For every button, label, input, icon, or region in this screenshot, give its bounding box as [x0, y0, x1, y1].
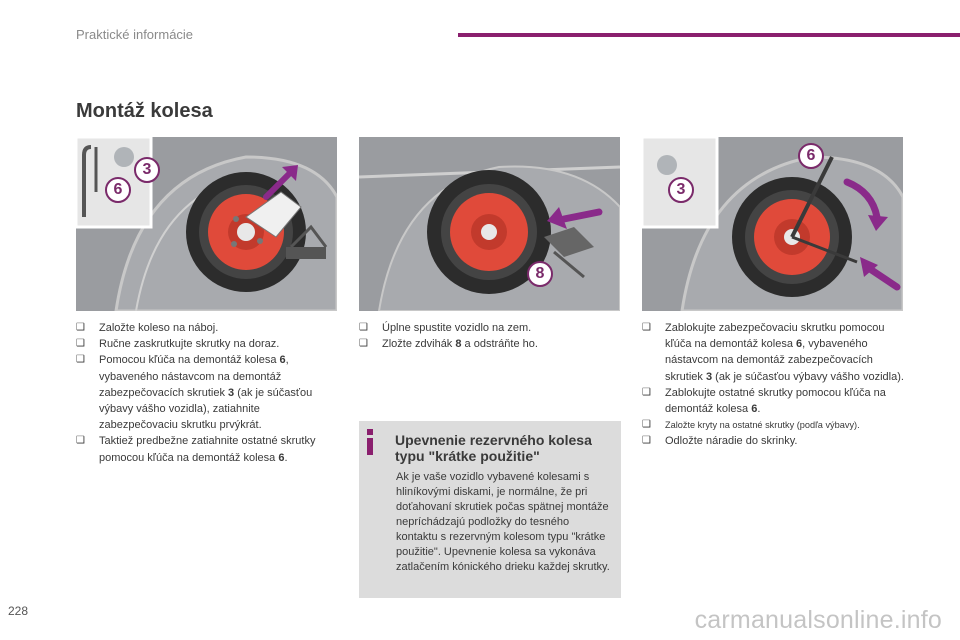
step-ref-number: 6: [278, 451, 285, 464]
info-icon: [367, 429, 373, 455]
step-text: Zložte zdvihák: [382, 338, 456, 351]
illustration-lower-jack: 8: [359, 137, 620, 311]
callout-3: 3: [668, 177, 694, 203]
illustration-tighten-bolts: 6 3: [642, 137, 903, 311]
step-item: ❑ Založte koleso na náboj.: [76, 320, 338, 336]
step-text: Založte kryty na ostatné skrutky (podľa …: [665, 420, 860, 431]
step-item: ❑ Zablokujte zabezpečovaciu skrutku pomoc…: [642, 320, 904, 385]
callout-8: 8: [527, 261, 553, 287]
page-number: 228: [8, 604, 29, 618]
step-text: a odstráňte ho.: [461, 338, 538, 351]
bullet-icon: ❑: [642, 322, 651, 333]
step-text: .: [757, 403, 761, 416]
bullet-icon: ❑: [642, 435, 651, 447]
step-ref-number: 6: [751, 403, 758, 416]
step-item: ❑ Zablokujte ostatné skrutky pomocou kľúč…: [642, 385, 904, 417]
bullet-icon: ❑: [76, 338, 85, 350]
step-item: ❑ Pomocou kľúča na demontáž kolesa 6, vyb…: [76, 352, 338, 433]
section-header: Praktické informácie: [76, 27, 194, 42]
callout-6: 6: [798, 143, 824, 169]
step-text: (ak je súčasťou výbavy vášho vozidla), z…: [99, 386, 313, 432]
note-title: Upevnenie rezervného kolesa typu "krátke…: [395, 432, 592, 464]
step-ref-number: 3: [228, 386, 235, 399]
step-text: .: [284, 451, 288, 464]
watermark: carmanualsonline.info: [694, 606, 942, 634]
bullet-icon: ❑: [359, 322, 368, 333]
step-text: Pomocou kľúča na demontáž kolesa: [99, 354, 280, 367]
step-text: Ručne zaskrutkujte skrutky na doraz.: [99, 338, 280, 351]
step-item: ❑ Zložte zdvihák 8 a odstráňte ho.: [359, 336, 621, 352]
step-text: Zablokujte ostatné skrutky pomocou kľúča…: [665, 386, 886, 416]
step-text: Úplne spustite vozidlo na zem.: [382, 322, 532, 334]
bullet-icon: ❑: [76, 322, 85, 333]
step-text: Odložte náradie do skrinky.: [665, 435, 798, 448]
step-ref-number: 8: [455, 338, 462, 351]
step-item: ❑ Ručne zaskrutkujte skrutky na doraz.: [76, 336, 338, 352]
bullet-icon: ❑: [76, 435, 85, 447]
step-text: Taktiež predbežne zatiahnite ostatné skr…: [99, 435, 316, 464]
step-text: Zablokujte zabezpečovaciu skrutku pomoco…: [665, 322, 885, 351]
wheel-mount-drawing: [76, 137, 337, 311]
steps-column-lower: ❑ Úplne spustite vozidlo na zem. ❑ Zložte z…: [359, 320, 621, 352]
step-ref-number: 3: [705, 370, 713, 383]
step-text: , vybaveného nástavcom na demontáž zabez…: [99, 354, 289, 399]
step-text: (ak je súčasťou výbavy vášho vozidla).: [712, 370, 904, 383]
bullet-icon: ❑: [642, 419, 651, 431]
info-note-box: Upevnenie rezervného kolesa typu "krátke…: [359, 421, 621, 598]
page-title: Montáž kolesa: [76, 100, 213, 122]
step-ref-number: 6: [279, 354, 286, 367]
illustration-mount-wheel: 3 6: [76, 137, 337, 311]
step-text: Založte koleso na náboj.: [99, 322, 219, 334]
step-text: , vybaveného nástavcom na demontáž zabez…: [665, 338, 873, 383]
callout-6: 6: [105, 177, 131, 203]
step-item: ❑ Úplne spustite vozidlo na zem.: [359, 320, 621, 336]
steps-column-tighten: ❑ Zablokujte zabezpečovaciu skrutku pomoc…: [642, 320, 904, 450]
jack-lowering-drawing: [359, 137, 620, 311]
bullet-icon: ❑: [642, 386, 651, 398]
callout-3: 3: [134, 157, 160, 183]
bullet-icon: ❑: [76, 354, 85, 366]
note-body: Ak je vaše vozidlo vybavené kolesami s h…: [396, 471, 610, 573]
step-item: ❑ Odložte náradie do skrinky.: [642, 433, 904, 449]
header-accent-bar: [458, 33, 960, 37]
step-item: ❑ Založte kryty na ostatné skrutky (podľa…: [642, 417, 904, 433]
step-item: ❑ Taktiež predbežne zatiahnite ostatné sk…: [76, 433, 338, 465]
bullet-icon: ❑: [359, 338, 368, 350]
step-ref-number: 6: [796, 338, 803, 351]
steps-column-mount: ❑ Založte koleso na náboj. ❑ Ručne zaskrutk…: [76, 320, 338, 466]
bolt-tightening-drawing: [642, 137, 903, 311]
